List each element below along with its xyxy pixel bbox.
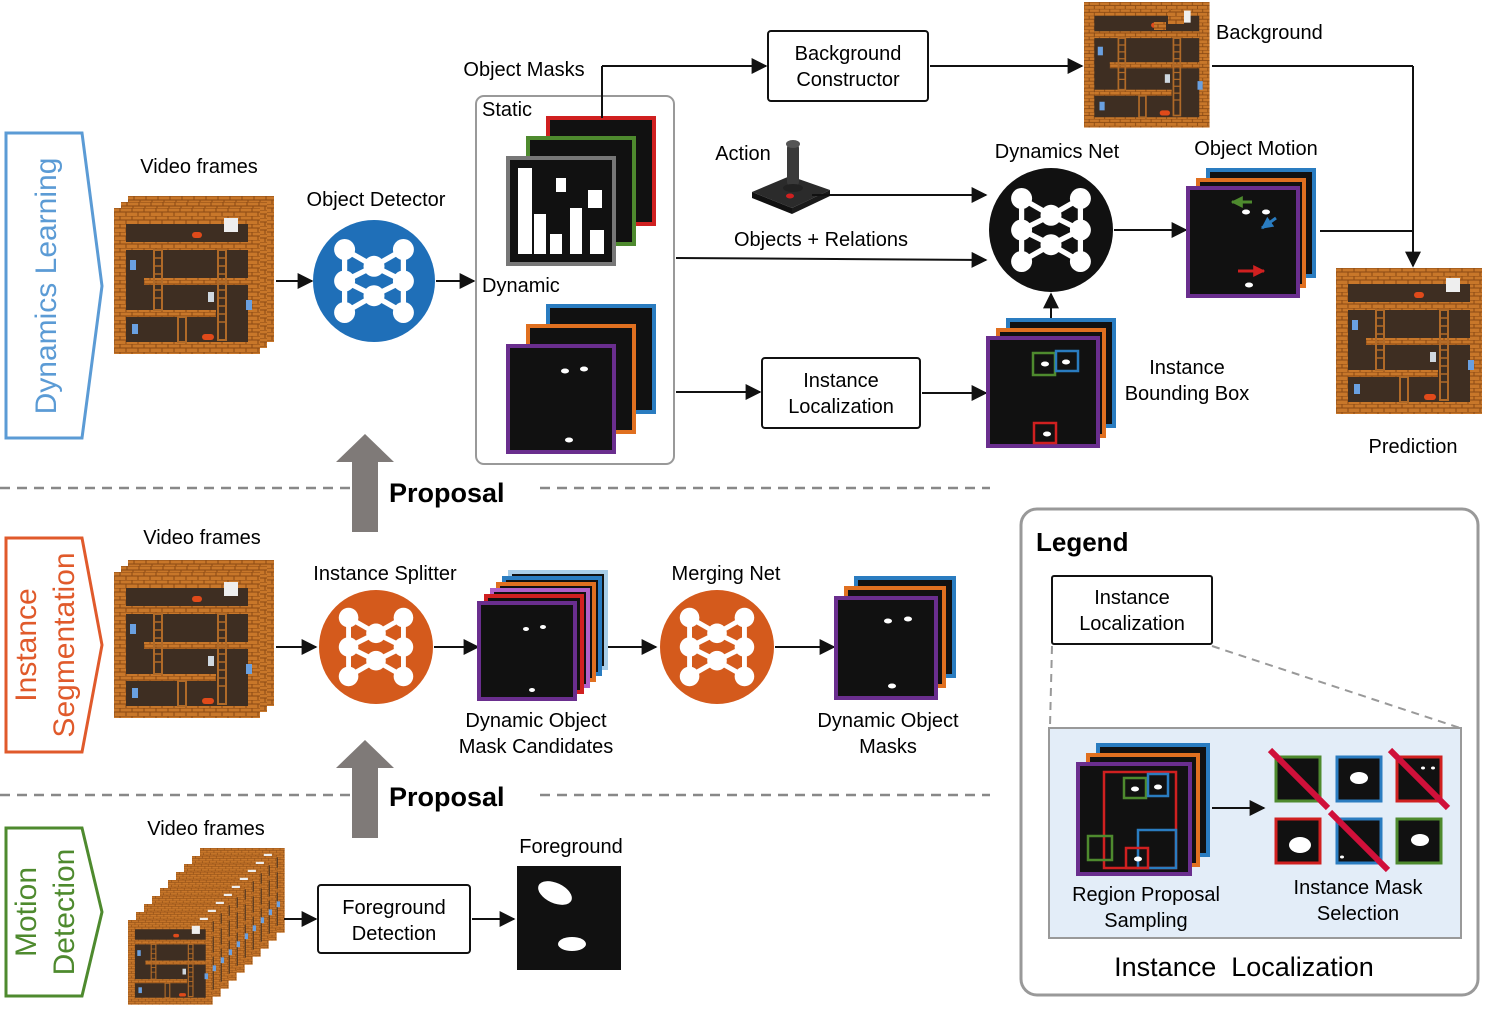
instance-localization-box [761,357,921,429]
merging-net-label: Merging Net [672,563,781,585]
video-frames-stack-2 [113,559,275,719]
stage-label-dynamics: Dynamics Learning [30,158,63,415]
foreground-detection-box [317,884,471,954]
legend-title: Legend [1036,527,1128,557]
prediction-label: Prediction [1369,436,1458,458]
region-proposal-line1: Region Proposal [1072,884,1220,906]
foreground-detection-line1: Foreground [342,897,445,919]
dynamic-label: Dynamic [482,275,560,297]
static-mask-stack [506,116,656,266]
dynamic-mask-stack [506,304,656,454]
stage-dynamics-learning: Dynamics Learning [4,131,104,440]
instance-bbox-stack [986,318,1116,448]
stage-instance-segmentation: Instance Segmentation [4,536,104,754]
stage-label-motion-2: Detection [48,849,81,976]
background-label: Background [1216,22,1323,44]
background-constructor-line2: Constructor [796,69,900,91]
instance-localization-line1: Instance [803,370,879,392]
up-arrow-icon [336,740,394,838]
background-frame [1083,1,1211,129]
stage-label-motion-1: Motion [10,867,43,957]
instance-bbox-line1: Instance [1149,357,1225,379]
masks-line2: Masks [859,736,917,758]
mask-selection-line2: Selection [1317,903,1399,925]
background-constructor-line1: Background [795,43,902,65]
object-detector-label: Object Detector [307,189,446,211]
legend-footer: Instance Localization [1114,952,1374,982]
stage-label-instance-2: Segmentation [48,552,81,737]
action-label: Action [715,143,771,165]
video-frames-stack-3 [127,847,286,1006]
legend-box-line2: Localization [1079,613,1185,635]
stage-label-instance-1: Instance [10,588,43,701]
prediction-frame [1335,267,1483,415]
masks-line1: Dynamic Object [817,710,959,732]
legend-panel: Legend Instance Localization Region Prop… [1019,507,1480,997]
dynamic-masks-stack [834,576,956,700]
mask-selection-grid [1267,747,1451,873]
candidates-line2: Mask Candidates [459,736,614,758]
up-arrow-icon [336,434,394,532]
background-constructor-box [767,30,929,102]
legend-box-line1: Instance [1094,587,1170,609]
neural-network-icon [989,168,1113,292]
instance-localization-line2: Localization [788,396,894,418]
instance-bbox-line2: Bounding Box [1125,383,1250,405]
video-frames-label-1: Video frames [140,156,257,178]
foreground-mask [517,866,621,970]
instance-splitter-label: Instance Splitter [313,563,457,585]
objects-relations-label: Objects + Relations [734,229,908,251]
video-frames-label-3: Video frames [147,818,264,840]
foreground-detection-line2: Detection [352,923,437,945]
stage-motion-detection: Motion Detection [4,826,104,998]
video-frames-label-2: Video frames [143,527,260,549]
neural-network-icon [660,590,774,704]
video-frames-stack-1 [113,195,275,355]
mask-candidates-stack [477,570,608,701]
neural-network-icon [313,220,435,342]
static-label: Static [482,99,532,121]
candidates-line1: Dynamic Object [465,710,607,732]
legend-instance-localization-box [1051,575,1213,645]
object-motion-stack [1186,168,1316,298]
neural-network-icon [319,590,433,704]
region-proposal-line2: Sampling [1104,910,1187,932]
mask-selection-line1: Instance Mask [1294,877,1424,899]
object-masks-label: Object Masks [463,59,584,81]
proposal-label-top: Proposal [389,478,505,508]
region-proposal-stack [1076,743,1210,876]
dynamics-net-label: Dynamics Net [995,141,1120,163]
foreground-label: Foreground [519,836,622,858]
proposal-label-bottom: Proposal [389,782,505,812]
object-motion-label: Object Motion [1194,138,1317,160]
